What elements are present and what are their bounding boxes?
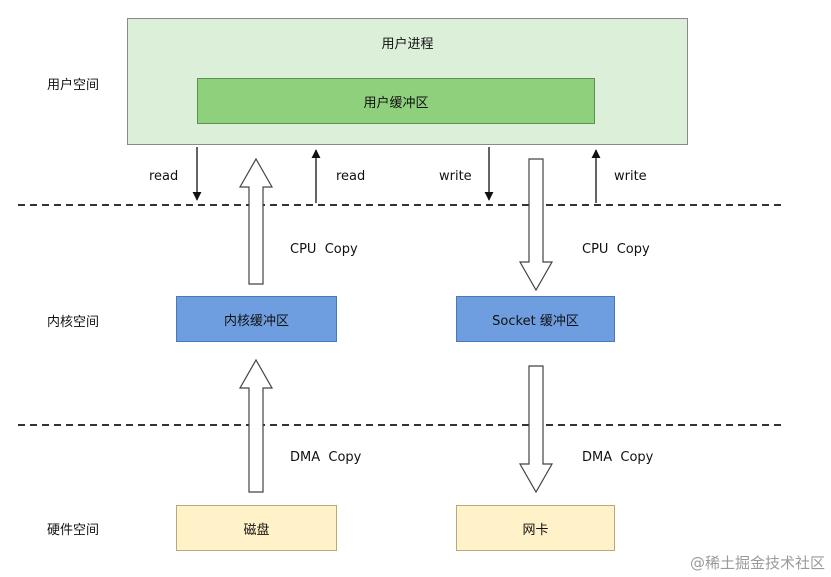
cpu-copy-write-arrow [518, 158, 554, 292]
cpu-copy-read-label: CPU Copy [290, 242, 358, 257]
site-watermark: @稀土掘金技术社区 [689, 554, 825, 572]
kernel-buffer-box: 内核缓冲区 [176, 296, 337, 342]
user-space-label: 用户空间 [47, 78, 100, 93]
user-buffer-label: 用户缓冲区 [363, 95, 429, 111]
disk-label: 磁盘 [243, 522, 270, 538]
write-up-label: write [614, 169, 647, 184]
socket-buffer-label: Socket 缓冲区 [492, 313, 579, 329]
user-buffer-box: 用户缓冲区 [197, 78, 595, 124]
socket-buffer-box: Socket 缓冲区 [456, 296, 615, 342]
read-down-label: read [149, 169, 179, 184]
cpu-copy-write-label: CPU Copy [582, 242, 650, 257]
dma-copy-read-label: DMA Copy [290, 450, 362, 465]
user-process-title: 用户进程 [381, 37, 434, 52]
read-up-label: read [336, 169, 366, 184]
kernel-space-label: 内核空间 [47, 315, 100, 330]
hardware-space-label: 硬件空间 [47, 523, 100, 538]
nic-label: 网卡 [522, 522, 549, 538]
write-down-label: write [439, 169, 472, 184]
dma-copy-write-arrow [518, 365, 554, 494]
dma-copy-write-label: DMA Copy [582, 450, 654, 465]
nic-box: 网卡 [456, 505, 615, 551]
dma-copy-read-arrow [238, 358, 274, 493]
disk-box: 磁盘 [176, 505, 337, 551]
kernel-buffer-label: 内核缓冲区 [223, 313, 289, 329]
cpu-copy-read-arrow [238, 157, 274, 285]
